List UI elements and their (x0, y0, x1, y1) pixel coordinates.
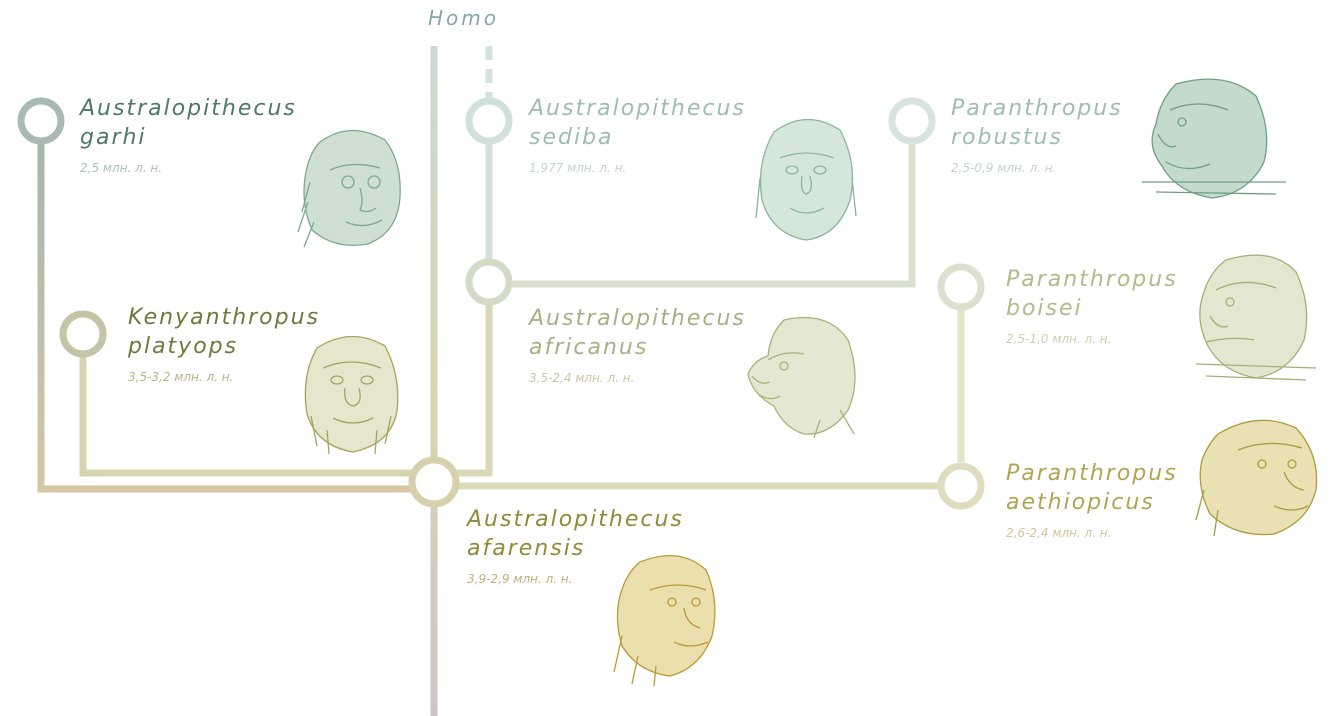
date-range: 2,5-0,9 млн. л. н. (951, 161, 1057, 175)
node-afarensis[interactable] (408, 456, 460, 508)
label-robustus: Paranthropus robustus 2,5-0,9 млн. л. н. (951, 94, 1123, 175)
genus-name: Paranthropus (1006, 461, 1178, 486)
date-range: 3,5-2,4 млн. л. н. (529, 371, 635, 385)
node-garhi[interactable] (17, 97, 65, 145)
genus-name: Australopithecus (529, 96, 746, 121)
australopithecus-africanus-portrait (747, 316, 856, 438)
date-range: 1,977 млн. л. н. (529, 161, 627, 175)
kenyanthropus-platyops-portrait (304, 335, 399, 455)
species-name: platyops (128, 334, 239, 359)
label-boisei: Paranthropus boisei 2,5-1,0 млн. л. н. (1006, 265, 1178, 346)
platyops-branch (79, 357, 414, 477)
label-garhi: Australopithecus garhi 2,5 млн. л. н. (80, 94, 297, 175)
paranthropus-aethiopicus-portrait (1195, 419, 1318, 537)
species-name: sediba (529, 125, 614, 150)
australopithecus-garhi-portrait (297, 129, 401, 248)
date-range: 2,5 млн. л. н. (80, 161, 163, 175)
label-aethiopicus: Paranthropus aethiopicus 2,6-2,4 млн. л.… (1006, 459, 1178, 540)
species-name: africanus (529, 335, 649, 360)
paranthropus-boisei-portrait (1195, 254, 1317, 381)
garhi-branch (37, 140, 414, 493)
africanus-branch (454, 305, 493, 477)
robustus-branch (512, 144, 916, 288)
genus-name: Australopithecus (467, 507, 684, 532)
species-name: garhi (80, 125, 147, 150)
node-africanus[interactable] (465, 258, 513, 306)
species-name: aethiopicus (1006, 490, 1155, 515)
genus-name: Paranthropus (951, 96, 1123, 121)
australopithecus-sediba-portrait (755, 118, 857, 241)
species-name: boisei (1006, 296, 1083, 321)
label-afarensis: Australopithecus afarensis 3,9-2,9 млн. … (467, 505, 684, 586)
date-range: 2,6-2,4 млн. л. н. (1006, 526, 1112, 540)
date-range: 3,5-3,2 млн. л. н. (128, 370, 234, 384)
genus-name: Australopithecus (529, 306, 746, 331)
paranthropus-robustus-portrait (1142, 78, 1286, 199)
homo-label: Homo (428, 6, 499, 30)
node-sediba[interactable] (465, 97, 513, 145)
species-name: afarensis (467, 536, 586, 561)
genus-name: Paranthropus (1006, 267, 1178, 292)
species-name: robustus (951, 125, 1063, 150)
node-boisei[interactable] (937, 263, 985, 311)
australopithecus-afarensis-portrait (613, 555, 716, 686)
date-range: 3,9-2,9 млн. л. н. (467, 572, 573, 586)
node-robustus[interactable] (888, 97, 936, 145)
node-platyops[interactable] (59, 310, 107, 358)
label-platyops: Kenyanthropus platyops 3,5-3,2 млн. л. н… (128, 303, 320, 384)
label-africanus: Australopithecus africanus 3,5-2,4 млн. … (529, 304, 746, 385)
date-range: 2,5-1,0 млн. л. н. (1006, 332, 1112, 346)
node-aethiopicus[interactable] (937, 462, 985, 510)
label-sediba: Australopithecus sediba 1,977 млн. л. н. (529, 94, 746, 175)
genus-name: Australopithecus (80, 96, 297, 121)
genus-name: Kenyanthropus (128, 305, 321, 330)
